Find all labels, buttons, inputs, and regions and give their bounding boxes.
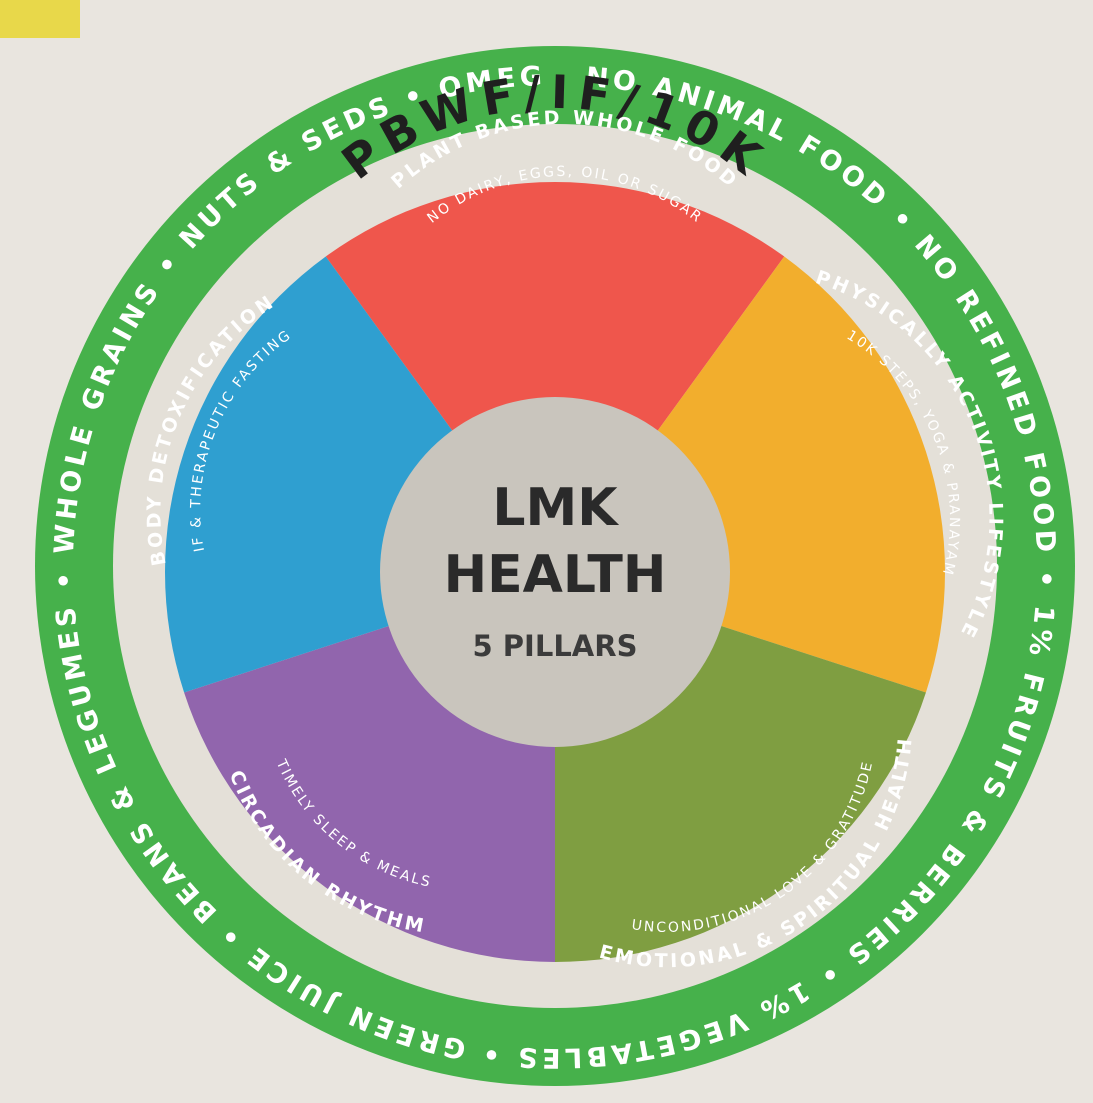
pillar-wedge-circadian: [184, 624, 555, 962]
pillar-wedges: [164, 182, 946, 962]
pillar-wedge-emotional: [555, 624, 926, 962]
center-title-line1: LMK: [492, 478, 619, 538]
corner-swatch: [0, 0, 80, 38]
pillar-wedge-plant: [325, 182, 785, 435]
center-disk: [380, 397, 730, 747]
center-subtitle: 5 PILLARS: [473, 629, 638, 663]
center-title-line2: HEALTH: [444, 545, 667, 605]
